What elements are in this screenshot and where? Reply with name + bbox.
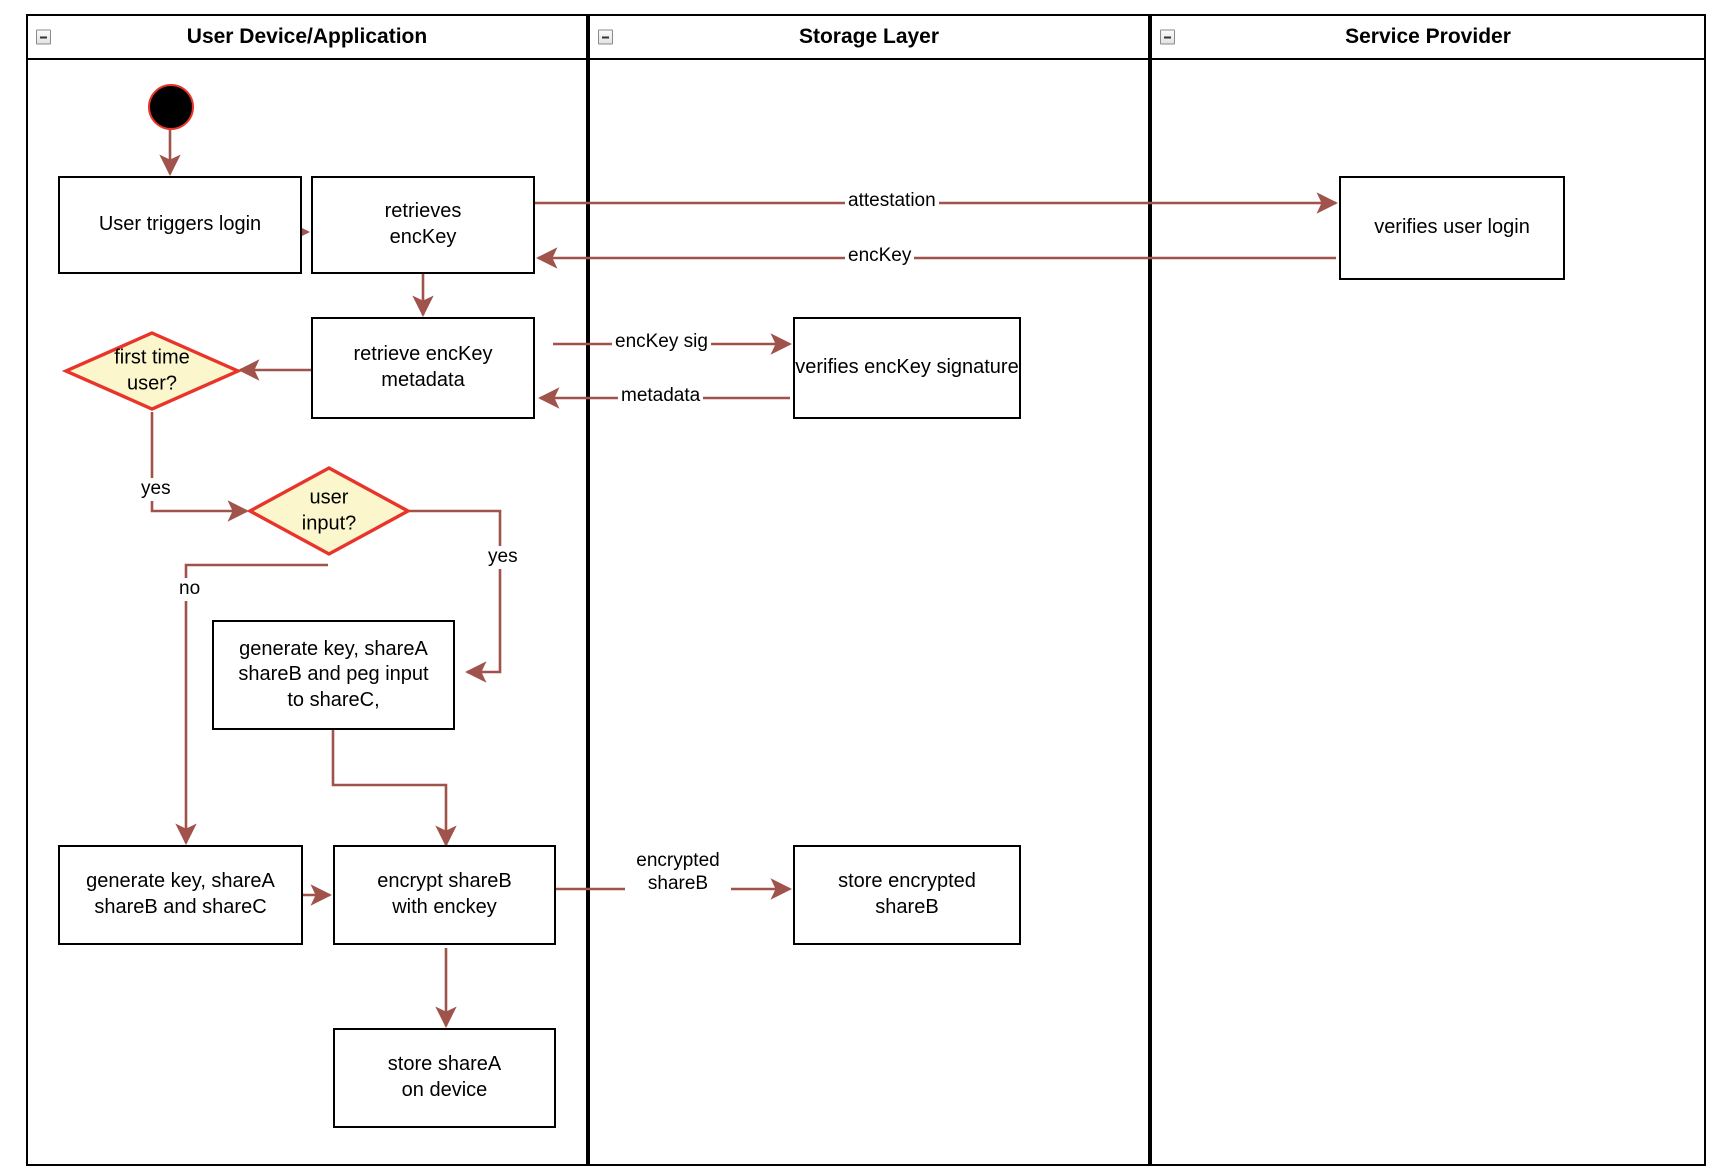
- collapse-icon-storage-layer[interactable]: [598, 29, 613, 45]
- diamond-shape: [61, 331, 243, 411]
- edge-label-encrypted-shareb: encrypted shareB: [625, 850, 731, 896]
- node-retrieve-enckey-metadata[interactable]: retrieve encKey metadata: [311, 317, 535, 419]
- edge-label-enckey: encKey: [845, 245, 915, 268]
- collapse-icon-user-device[interactable]: [36, 29, 51, 45]
- lane-header-storage-layer[interactable]: Storage Layer: [588, 14, 1150, 60]
- diamond-shape: [246, 466, 412, 556]
- node-store-sharea[interactable]: store shareA on device: [333, 1028, 556, 1128]
- node-retrieves-enckey[interactable]: retrieves encKey: [311, 176, 535, 274]
- decision-user-input[interactable]: user input?: [246, 466, 412, 556]
- edge-label-enckey-sig: encKey sig: [612, 331, 711, 354]
- node-verifies-user-login[interactable]: verifies user login: [1339, 176, 1565, 280]
- edge-label-metadata: metadata: [618, 385, 704, 408]
- start-node: [148, 84, 194, 130]
- edge-label-attestation: attestation: [845, 190, 939, 213]
- lane-title-storage-layer: Storage Layer: [798, 25, 940, 48]
- node-label: verifies encKey signature: [795, 356, 1019, 379]
- node-encrypt-shareb[interactable]: encrypt shareB with enckey: [333, 845, 556, 945]
- node-verifies-enckey-signature[interactable]: verifies encKey signature: [793, 317, 1021, 419]
- node-label: store shareA on device: [387, 1053, 502, 1101]
- edge-label-no-user-input: no: [176, 578, 204, 601]
- node-label: retrieve encKey metadata: [353, 343, 493, 391]
- edge-userinput-no: [175, 563, 328, 845]
- edge-peg-to-encrypt: [331, 727, 457, 847]
- lane-header-service-provider[interactable]: Service Provider: [1150, 14, 1706, 60]
- node-generate-key-sharec[interactable]: generate key, shareA shareB and shareC: [58, 845, 303, 945]
- node-user-triggers-login[interactable]: User triggers login: [58, 176, 302, 274]
- collapse-icon-service-provider[interactable]: [1160, 29, 1175, 45]
- lane-title-service-provider: Service Provider: [1345, 25, 1511, 48]
- node-label: retrieves encKey: [384, 200, 462, 248]
- node-label: store encrypted shareB: [838, 870, 976, 918]
- edge-firsttime-yes: [150, 412, 249, 522]
- edge-label-yes-first-time: yes: [138, 478, 174, 501]
- node-label: generate key, shareA shareB and peg inpu…: [238, 637, 429, 711]
- lane-header-user-device[interactable]: User Device/Application: [26, 14, 588, 60]
- node-label: encrypt shareB with enckey: [377, 870, 512, 918]
- node-label: verifies user login: [1374, 216, 1530, 239]
- node-label: generate key, shareA shareB and shareC: [86, 870, 275, 918]
- node-label: User triggers login: [98, 213, 262, 236]
- edge-userinput-yes: [409, 509, 502, 683]
- node-store-encrypted-shareb[interactable]: store encrypted shareB: [793, 845, 1021, 945]
- lane-title-user-device: User Device/Application: [186, 25, 428, 48]
- edge-label-yes-user-input: yes: [485, 546, 521, 569]
- decision-first-time-user[interactable]: first time user?: [61, 331, 243, 411]
- node-generate-key-peg[interactable]: generate key, shareA shareB and peg inpu…: [212, 620, 455, 730]
